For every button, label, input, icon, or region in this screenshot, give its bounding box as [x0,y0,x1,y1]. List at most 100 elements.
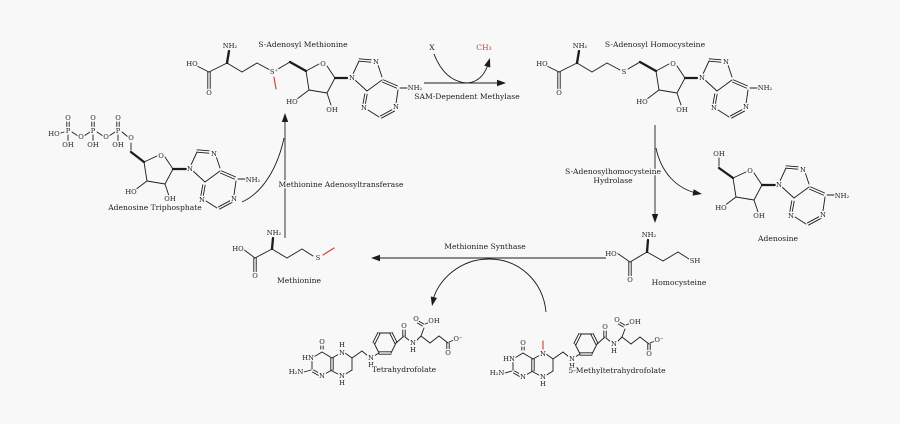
atom-label: P [91,127,96,135]
double-bond [732,81,747,89]
bond [233,180,237,196]
atom-label: N [540,373,546,381]
bond [242,248,256,259]
bond [532,371,542,377]
bond [562,351,570,358]
bond [134,180,148,191]
folate-curve [430,258,547,313]
double-bond [202,184,206,197]
atom-label: N [743,103,749,111]
atom-label: N [231,195,237,203]
double-bond [416,322,423,327]
atom-label: N [820,211,826,219]
double-bond [791,200,795,213]
bond [296,89,310,100]
bond [241,62,258,73]
bond [331,352,342,359]
atom-label: N [211,150,217,158]
bond [606,62,621,71]
bond [305,63,320,72]
wedge-bond [270,236,275,251]
atom-label: N [711,104,717,112]
bond [546,65,560,73]
bond [646,89,660,100]
double-bond [785,165,799,168]
atom-label: H [410,346,416,354]
bond [649,340,656,344]
atom-label: O [128,134,134,142]
methyl-group-bond-red [322,247,335,256]
atom-label: NH₂ [267,229,282,237]
bond [723,196,737,207]
bond [344,352,353,359]
product-ch3-label: CH₃ [476,43,491,52]
atom-label: H [540,380,546,388]
bond [205,200,218,209]
bond [164,183,170,197]
double-bond [382,81,397,89]
bond [305,70,310,91]
bond [146,180,166,185]
double-bond [358,58,372,61]
double-bond [362,93,366,106]
atom-label: N [339,349,345,357]
bond [164,168,174,185]
atom-label: S⁺ [270,68,279,76]
bond [779,167,787,182]
bond [331,370,341,376]
double-bond [381,110,396,119]
bond [753,172,763,186]
atom-label: NH₂ [223,42,238,50]
bond [366,79,383,92]
double-bond [729,108,744,117]
sah-hydrolase-arrow-head [651,214,659,223]
atom-label: NH₂ [408,84,423,92]
molecule-label-adenosine-triphosphate: Adenosine Triphosphate [107,203,202,212]
adenosine-branch-curve-line [655,147,697,194]
bond [545,353,554,360]
atom-label: NH₂ [758,84,773,92]
atom-label: N [569,355,575,363]
atom-label: N [410,339,416,347]
bond [621,336,632,345]
atom-label: HN [302,354,314,362]
atom-label: HO [536,60,548,68]
atom-label: NH₂ [835,192,850,200]
atom-label: H₂N [490,369,505,377]
atom-label: O [445,349,451,357]
atom-label: O [670,60,676,68]
atom-label: O [252,272,258,280]
atom-label: N [339,372,345,380]
atom-label: N [393,103,399,111]
bond [204,170,221,183]
adenosine-branch-curve-head [692,189,702,196]
atom-label: HO [125,188,137,196]
bond [702,60,710,75]
atom-label: N [776,181,782,189]
atom-label: N [368,354,374,362]
bond [352,60,360,75]
atom-label: OH [112,141,124,149]
bond [753,199,759,213]
bond [190,151,198,166]
bond [544,370,554,377]
bond [326,77,336,94]
double-bond [217,199,232,208]
atom-label: N [788,212,794,220]
bond [629,251,648,263]
methyl-group-bond-red [273,76,277,90]
atom-label: O [320,60,326,68]
hydrolase-label-line1: S-Adenosylhomocysteine [565,167,662,176]
double-bond [391,332,398,343]
double-bond [220,172,235,180]
double-bond [592,333,599,344]
bond [373,342,380,354]
double-bond [196,149,210,152]
bond [574,353,581,358]
bond [655,63,670,72]
double-bond [313,369,322,375]
bond [303,369,312,373]
atp-merge-curve [241,137,285,203]
